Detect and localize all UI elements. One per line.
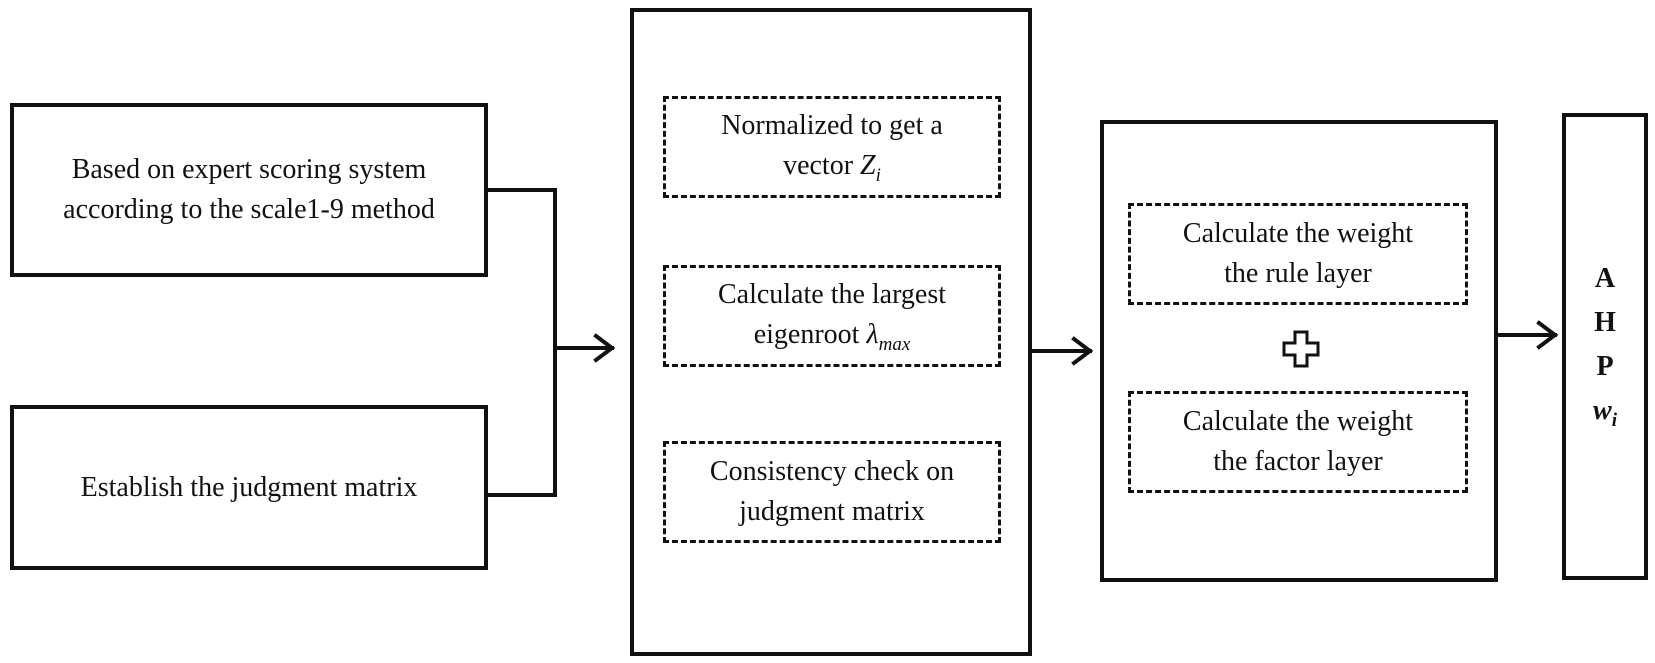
vector-symbol: Z: [860, 149, 876, 181]
eigenroot-line2: eigenroot λmax: [753, 318, 911, 355]
weight-symbol: wi: [1593, 395, 1617, 431]
normalize-line1: Normalized to get a: [721, 109, 943, 141]
normalize-step: Normalized to get a vector Zi: [663, 96, 1001, 198]
rule-layer-line1: Calculate the weight: [1182, 218, 1414, 249]
vector-subscript: i: [875, 164, 881, 186]
judgment-matrix-box: Establish the judgment matrix: [10, 405, 488, 570]
merge-connector: [486, 188, 557, 497]
expert-scoring-line1: Based on expert scoring system: [71, 154, 427, 185]
factor-layer-line1: Calculate the weight: [1182, 406, 1414, 437]
arrowhead-1: [593, 333, 616, 363]
ahp-result-box: A H P wi: [1562, 113, 1648, 580]
result-letter-p: P: [1596, 351, 1614, 382]
result-letter-a: A: [1594, 263, 1616, 294]
eigenroot-line1: Calculate the largest: [717, 278, 947, 310]
factor-layer-step: Calculate the weight the factor layer: [1128, 391, 1468, 493]
consistency-line2: judgment matrix: [739, 496, 925, 527]
lambda-symbol: λ: [866, 318, 879, 350]
arrowhead-3: [1536, 320, 1559, 350]
normalize-line2: vector Zi: [783, 149, 881, 186]
arrowhead-2: [1071, 336, 1094, 366]
factor-layer-line2: the factor layer: [1213, 446, 1383, 477]
expert-scoring-box: Based on expert scoring system according…: [10, 103, 488, 277]
judgment-matrix-label: Establish the judgment matrix: [80, 471, 418, 503]
lambda-subscript: max: [878, 333, 911, 355]
consistency-line1: Consistency check on: [709, 456, 955, 487]
expert-scoring-line2: according to the scale1-9 method: [63, 194, 435, 225]
rule-layer-line2: the rule layer: [1224, 258, 1372, 289]
consistency-step: Consistency check on judgment matrix: [663, 441, 1001, 543]
result-letter-h: H: [1594, 307, 1616, 338]
plus-icon: [1282, 330, 1320, 368]
eigenroot-step: Calculate the largest eigenroot λmax: [663, 265, 1001, 367]
rule-layer-step: Calculate the weight the rule layer: [1128, 203, 1468, 305]
